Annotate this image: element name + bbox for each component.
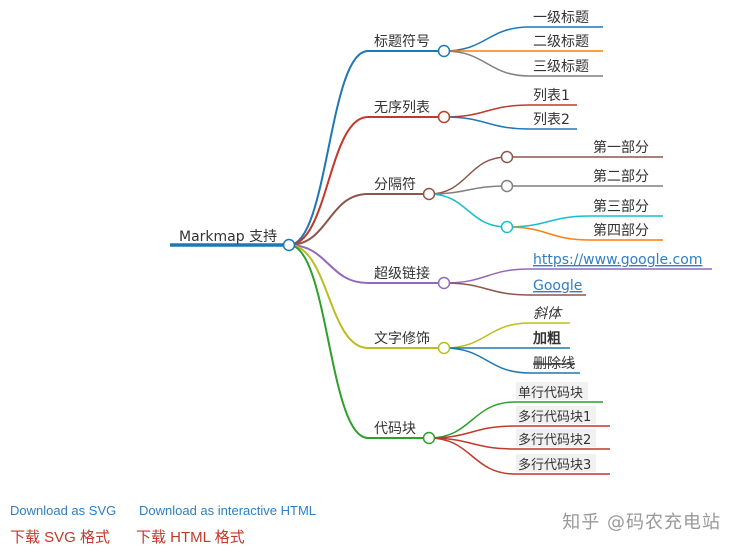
branch-label-4: 文字修饰 bbox=[374, 331, 430, 347]
child-edge-1-0 bbox=[443, 104, 531, 118]
sub-edge-1 bbox=[428, 185, 508, 195]
branch-label-2: 分隔符 bbox=[374, 177, 416, 193]
branch-node-toggle-3[interactable] bbox=[437, 276, 451, 290]
branch-label-0: 标题符号 bbox=[374, 34, 430, 50]
child-label-4-1: 加粗 bbox=[532, 330, 561, 347]
code-background-1 bbox=[516, 406, 596, 424]
download-html-cn-link[interactable]: 下载 HTML 格式 bbox=[136, 529, 245, 546]
child-edge-3-0 bbox=[443, 268, 531, 284]
branch-node-toggle-0[interactable] bbox=[437, 44, 451, 58]
child-label-2-2: 第三部分 bbox=[593, 198, 649, 215]
child-edge-5-3 bbox=[428, 437, 516, 475]
child-label-4-0: 斜体 bbox=[533, 306, 563, 322]
child-edge-1-1 bbox=[443, 116, 531, 130]
child-label-3-0[interactable]: https://www.google.com bbox=[533, 252, 702, 268]
download-html-link[interactable]: Download as interactive HTML bbox=[139, 503, 317, 518]
branch-label-1: 无序列表 bbox=[374, 100, 430, 116]
branch-node-toggle-2[interactable] bbox=[422, 187, 436, 201]
branch-edge-4 bbox=[288, 244, 369, 349]
branch-edge-1 bbox=[288, 116, 369, 246]
watermark-text: 知乎 @码农充电站 bbox=[562, 512, 721, 533]
branch-edge-3 bbox=[288, 244, 369, 284]
branch-node-toggle-1[interactable] bbox=[437, 110, 451, 124]
child-edge-0-2 bbox=[443, 50, 531, 77]
code-background-3 bbox=[516, 454, 596, 472]
child-label-4-2: 删除线 bbox=[533, 356, 575, 372]
child-label-2-1: 第二部分 bbox=[593, 168, 649, 185]
child-label-3-1[interactable]: Google bbox=[533, 278, 582, 294]
child-label-0-2: 三级标题 bbox=[533, 59, 589, 75]
branch-edge-5 bbox=[288, 244, 369, 439]
child-label-5-2: 多行代码块2 bbox=[518, 432, 591, 448]
child-edge-3-1 bbox=[443, 282, 531, 296]
branch-edge-2 bbox=[288, 193, 369, 246]
code-background-0 bbox=[516, 382, 588, 400]
download-svg-cn-link[interactable]: 下载 SVG 格式 bbox=[10, 529, 111, 546]
branch-label-5: 代码块 bbox=[374, 421, 416, 437]
child-edge-2-2 bbox=[506, 215, 591, 228]
sub-edge-2 bbox=[428, 193, 508, 228]
sub-node-toggle-1[interactable] bbox=[500, 179, 514, 193]
branch-edge-0 bbox=[288, 50, 369, 246]
root-node-toggle[interactable] bbox=[282, 238, 296, 252]
sub-node-toggle-0[interactable] bbox=[500, 150, 514, 164]
sub-node-toggle-2[interactable] bbox=[500, 220, 514, 234]
child-edge-5-0 bbox=[428, 401, 516, 439]
root-label: Markmap 支持 bbox=[179, 229, 277, 245]
mindmap-canvas: Markmap 支持标题符号一级标题二级标题三级标题无序列表列表1列表2分隔符第… bbox=[170, 10, 712, 475]
child-label-5-3: 多行代码块3 bbox=[518, 457, 591, 473]
child-edge-4-0 bbox=[443, 322, 531, 349]
child-label-1-0: 列表1 bbox=[533, 88, 570, 104]
branch-node-toggle-4[interactable] bbox=[437, 341, 451, 355]
child-label-2-3: 第四部分 bbox=[593, 222, 649, 239]
branch-label-3: 超级链接 bbox=[374, 265, 430, 282]
sub-edge-0 bbox=[428, 156, 508, 195]
child-label-0-1: 二级标题 bbox=[533, 34, 589, 50]
child-label-5-0: 单行代码块 bbox=[518, 386, 583, 401]
child-edge-0-0 bbox=[443, 26, 531, 52]
download-svg-link[interactable]: Download as SVG bbox=[10, 503, 117, 518]
code-background-2 bbox=[516, 429, 596, 447]
child-label-1-1: 列表2 bbox=[533, 112, 570, 128]
child-label-2-0: 第一部分 bbox=[593, 139, 649, 156]
child-label-0-0: 一级标题 bbox=[533, 10, 589, 26]
child-edge-4-2 bbox=[443, 347, 531, 374]
child-edge-2-3 bbox=[506, 226, 591, 241]
child-label-5-1: 多行代码块1 bbox=[518, 409, 591, 425]
branch-node-toggle-5[interactable] bbox=[422, 431, 436, 445]
